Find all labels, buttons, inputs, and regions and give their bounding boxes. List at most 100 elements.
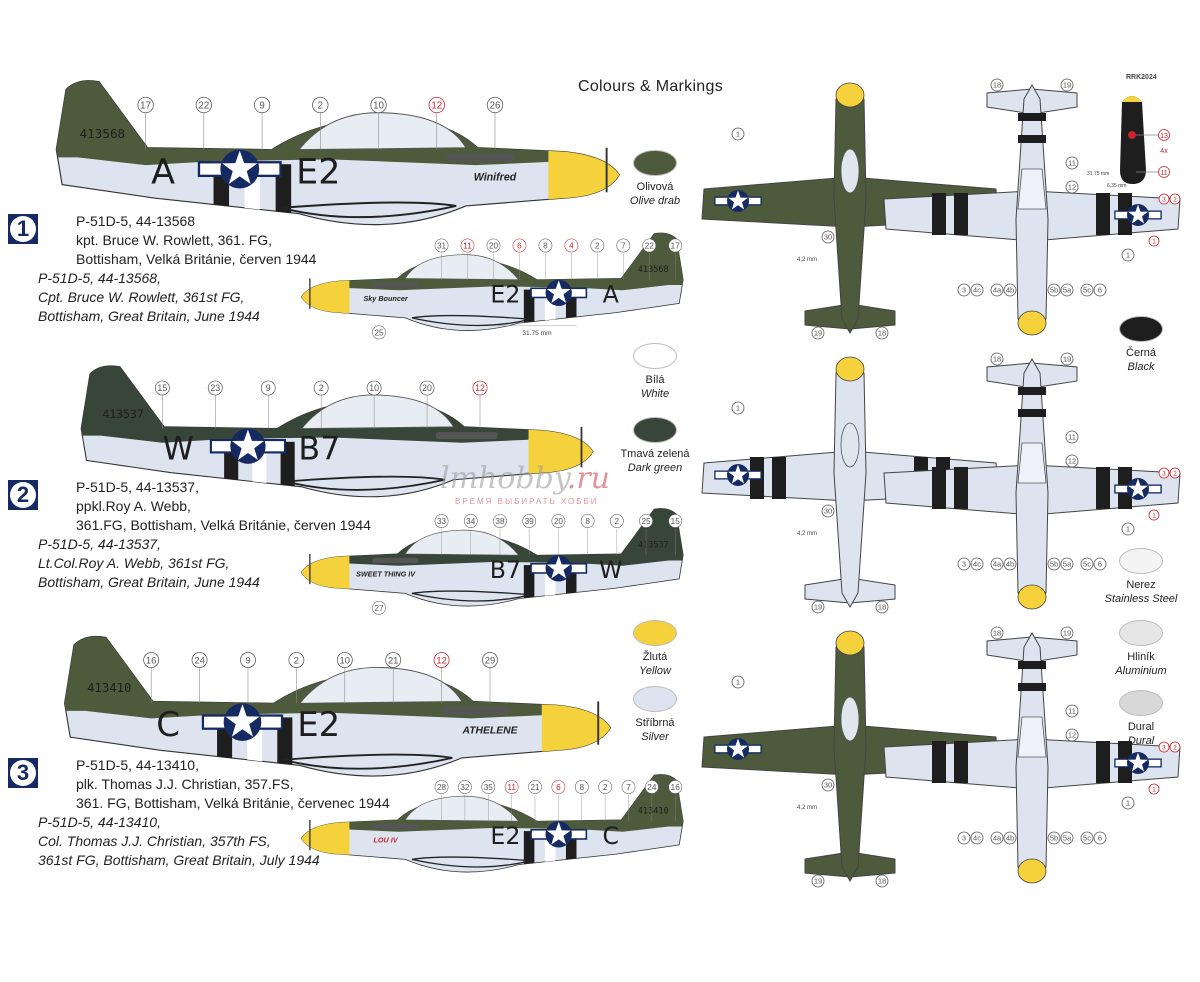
callout-circle bbox=[1158, 129, 1170, 141]
invasion-stripe bbox=[932, 741, 946, 783]
callout-number: 19 bbox=[1063, 81, 1071, 90]
callout-number: 19 bbox=[814, 877, 822, 886]
callout-number: 22 bbox=[198, 100, 209, 111]
swatch-chip bbox=[633, 150, 677, 176]
invasion-stripe bbox=[544, 289, 556, 331]
callout-number: 1 bbox=[736, 130, 740, 139]
yellow-spinner bbox=[1017, 858, 1047, 884]
callout-number: 6 bbox=[1098, 834, 1102, 843]
insignia-layer bbox=[1114, 752, 1162, 774]
callout-number: 35 bbox=[484, 783, 494, 792]
yellow-spinner bbox=[835, 82, 865, 108]
dimension-label: 31.75 mm bbox=[522, 330, 552, 337]
callout-number: 2 bbox=[1173, 470, 1177, 477]
tail-serial: 413537 bbox=[102, 407, 144, 421]
caption-cz-line: Bottisham, Velká Británie, červen 1944 bbox=[76, 251, 317, 267]
callout-circle bbox=[1158, 166, 1170, 178]
callout-circle bbox=[990, 352, 1004, 366]
callout-circle bbox=[312, 96, 329, 114]
fuselage bbox=[833, 91, 867, 335]
callout-circle bbox=[460, 238, 475, 253]
caption-en-line: Col. Thomas J.J. Christian, 357th FS, bbox=[38, 833, 271, 849]
aircraft-under-view bbox=[883, 357, 1181, 610]
swatch-label-cz: Nerez bbox=[1126, 579, 1156, 591]
fuselage-code-letter: W bbox=[163, 431, 194, 467]
yellow-spinner bbox=[835, 356, 865, 382]
wing-root bbox=[411, 856, 531, 868]
callout-number: 29 bbox=[485, 654, 495, 665]
nose-art-name: SWEET THING IV bbox=[356, 569, 416, 578]
insignia-layer bbox=[1114, 478, 1162, 500]
callout-number: 18 bbox=[878, 877, 886, 886]
callout-number: 18 bbox=[993, 355, 1001, 364]
callout-circle bbox=[731, 675, 745, 689]
callout-number: 25 bbox=[374, 328, 384, 337]
yellow-spinner bbox=[1017, 584, 1047, 610]
callout-circle bbox=[1169, 467, 1181, 479]
callout-number: 13 bbox=[1160, 133, 1168, 140]
swatch-label-cz: Stříbrná bbox=[635, 717, 675, 729]
invasion-stripe bbox=[954, 741, 968, 783]
callout-number: 20 bbox=[422, 383, 432, 393]
invasion-stripe bbox=[544, 565, 556, 607]
callout-circle bbox=[434, 514, 449, 528]
callout-number: 5c bbox=[1083, 560, 1091, 569]
insignia-layer bbox=[714, 464, 762, 486]
callout-circle bbox=[731, 401, 745, 415]
swatch-label-en: Olive drab bbox=[629, 195, 681, 207]
swatch-chip bbox=[1119, 690, 1163, 716]
invasion-stripe bbox=[544, 831, 556, 873]
swatch-label-en: Yellow bbox=[639, 665, 671, 677]
fuselage-code: B7 bbox=[490, 556, 521, 584]
callout-number: 4 bbox=[569, 241, 574, 250]
caption-en-line: Bottisham, Great Britain, June 1944 bbox=[38, 308, 260, 324]
callout-number: 5a bbox=[1063, 834, 1072, 843]
callout-number: 12 bbox=[475, 383, 485, 393]
callout-number: 8 bbox=[543, 241, 548, 250]
callout-number: 28 bbox=[437, 783, 447, 792]
star-icon bbox=[546, 555, 571, 579]
callout-number: 30 bbox=[824, 233, 832, 242]
callout-circle bbox=[486, 238, 501, 253]
callout-circle bbox=[811, 600, 825, 614]
fuselage-code: E2 bbox=[297, 705, 340, 744]
exhaust-stacks bbox=[372, 557, 419, 564]
callout-circle bbox=[668, 780, 683, 794]
scheme-number-badge: 3 bbox=[8, 758, 38, 788]
radiator-scoop bbox=[1017, 442, 1047, 484]
tail-serial: 413410 bbox=[638, 806, 669, 816]
callout-circle bbox=[574, 780, 589, 794]
callout-circle bbox=[621, 780, 636, 794]
swatch-chip bbox=[1119, 316, 1163, 342]
canopy bbox=[297, 112, 467, 151]
callout-circle bbox=[313, 380, 329, 396]
callout-circle bbox=[1148, 235, 1160, 247]
callout-number: 10 bbox=[373, 100, 384, 111]
wing-root bbox=[282, 753, 453, 770]
callout-number: 21 bbox=[388, 654, 398, 665]
callout-number: 2 bbox=[318, 100, 323, 111]
callout-circle bbox=[1003, 283, 1017, 297]
callout-number: 2 bbox=[595, 241, 600, 250]
callout-circle bbox=[288, 652, 305, 668]
callout-circle bbox=[1065, 728, 1079, 742]
callout-number: 4b bbox=[1006, 286, 1014, 295]
invasion-stripe bbox=[772, 457, 786, 499]
scheme-number: 1 bbox=[10, 216, 36, 242]
callout-circle bbox=[875, 600, 889, 614]
callout-number: 12 bbox=[1068, 731, 1076, 740]
aircraft-under-view bbox=[883, 631, 1181, 884]
callout-number: 2 bbox=[1173, 196, 1177, 203]
fuselage bbox=[833, 639, 867, 883]
callout-number: 4c bbox=[973, 834, 981, 843]
callout-number: 1 bbox=[1126, 799, 1130, 808]
dimension-label: 4,2 mm bbox=[797, 805, 817, 811]
invasion-stripe bbox=[1096, 193, 1110, 235]
